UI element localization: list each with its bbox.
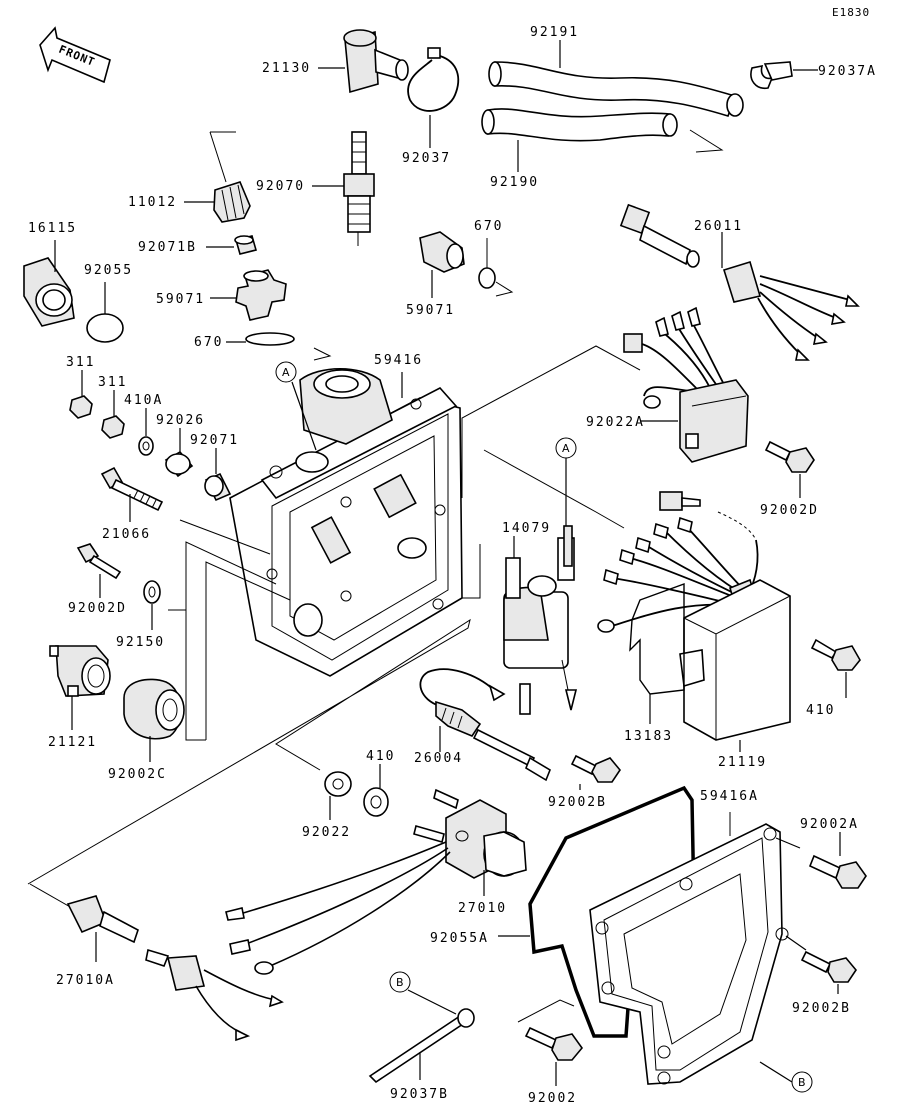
sensor-14079 [49, 645, 111, 697]
plug-cap-21130 [343, 29, 409, 94]
part-label-92071B: 92071B [138, 240, 197, 255]
sensor-26004 [419, 668, 551, 782]
cap-11012 [213, 181, 251, 223]
part-label-14079: 21121 [48, 735, 97, 750]
part-label-92037A: 92037A [818, 64, 877, 79]
o-ring-92055 [86, 313, 124, 343]
diagram-code: E1830 [832, 6, 870, 19]
part-label-21119: 21119 [718, 755, 767, 770]
grommet-92071B [234, 235, 257, 255]
part-label-311-a: 311 [66, 355, 95, 370]
part-label-16115: 16115 [28, 221, 77, 236]
callout-a-coil-label: A [562, 442, 570, 455]
washer-410 [363, 787, 389, 817]
cover-59416A [589, 823, 789, 1085]
bolt-92002B-right [800, 950, 857, 983]
part-label-92190: 92190 [490, 175, 539, 190]
nut-311-b [101, 415, 125, 439]
part-label-670-left: 670 [194, 335, 223, 350]
part-label-92071: 92071 [190, 433, 239, 448]
clamp-92037 [407, 47, 460, 112]
part-label-59416: 59416 [374, 353, 423, 368]
grommet-92071A [123, 678, 185, 740]
part-label-311-b: 311 [98, 375, 127, 390]
bolt-92002C [76, 543, 122, 580]
part-label-92026: 92026 [156, 413, 205, 428]
part-label-92002C: 92002D [68, 601, 127, 616]
part-label-59071-right: 59071 [406, 303, 455, 318]
part-label-92150: 21066 [102, 527, 151, 542]
hose-92190 [481, 108, 678, 142]
part-label-27010: 27010 [458, 901, 507, 916]
part-label-27010A: 27010A [56, 973, 115, 988]
part-label-92002B-right: 92002B [792, 1001, 851, 1016]
part-label-410A: 410A [124, 393, 163, 408]
part-label-92002A: 92002A [800, 817, 859, 832]
part-label-92002B-center: 92002B [548, 795, 607, 810]
part-label-92022: 92022 [302, 825, 351, 840]
part-label-59071-left: 59071 [156, 292, 205, 307]
part-label-670-right: 670 [474, 219, 503, 234]
fitting-16115 [23, 257, 75, 327]
fitting-59071-right [419, 231, 465, 273]
part-label-92002D-lower: 410 [806, 703, 835, 718]
washer-410A [138, 436, 154, 456]
part-label-92037: 92037 [402, 151, 451, 166]
bolt-92002 [524, 1026, 584, 1061]
part-label-92037B: 92037B [390, 1087, 449, 1102]
front-arrow-icon: FRONT [39, 26, 111, 84]
clip-92037A [750, 61, 793, 90]
part-label-21121: 14079 [502, 521, 551, 536]
part-label-92022A: 92150 [116, 635, 165, 650]
cdi-unit-21119 [597, 491, 791, 741]
bolt-92002D-lower [810, 638, 861, 671]
harness-27010A [66, 895, 284, 1042]
bolt-92002B-center [570, 754, 621, 783]
part-label-11012: 11012 [128, 195, 177, 210]
callout-a-label: A [282, 366, 290, 379]
part-label-92055: 92055 [84, 263, 133, 278]
part-label-26011: 26011 [694, 219, 743, 234]
part-label-59416A: 59416A [700, 789, 759, 804]
hose-92191 [488, 61, 744, 117]
ignition-coil-21121 [503, 525, 578, 715]
nut-311-a [69, 395, 93, 419]
callout-b-strap-label: B [396, 976, 404, 989]
grommet-92026 [164, 450, 194, 478]
part-label-92002: 92002 [528, 1091, 577, 1103]
washer-92022 [324, 771, 352, 797]
part-label-92071A: 92002C [108, 767, 167, 782]
fitting-59071-left [235, 269, 287, 321]
callout-b-cover-label: B [798, 1076, 806, 1089]
connector-26011 [619, 203, 860, 361]
strap-92037B [368, 1008, 475, 1084]
part-label-92070: 92070 [256, 179, 305, 194]
o-ring-670-right [478, 267, 496, 289]
cylinder-head-cover-59416 [229, 367, 463, 677]
callout-a-marker [275, 361, 297, 383]
regulator-21066 [623, 306, 749, 463]
callout-b-strap-marker [389, 971, 411, 993]
part-label-26004: 26004 [414, 751, 463, 766]
part-label-92191: 92191 [530, 25, 579, 40]
bolt-92002A [808, 854, 867, 889]
part-label-410: 410 [366, 749, 395, 764]
o-ring-670-left [245, 332, 295, 346]
part-label-92055A: 92055A [430, 931, 489, 946]
bolt-92002D-upper [764, 440, 815, 473]
bolt-92150 [100, 466, 164, 512]
spark-plug-92070 [343, 131, 375, 246]
part-label-21130: 21130 [262, 61, 311, 76]
bracket-13183 [629, 583, 685, 695]
washer-92022A [143, 580, 161, 604]
part-label-21066: 92022A [586, 415, 645, 430]
part-label-92002D-upper: 92002D [760, 503, 819, 518]
part-label-13183: 13183 [624, 729, 673, 744]
grommet-92071 [204, 472, 232, 502]
solenoid-27010 [225, 788, 527, 975]
